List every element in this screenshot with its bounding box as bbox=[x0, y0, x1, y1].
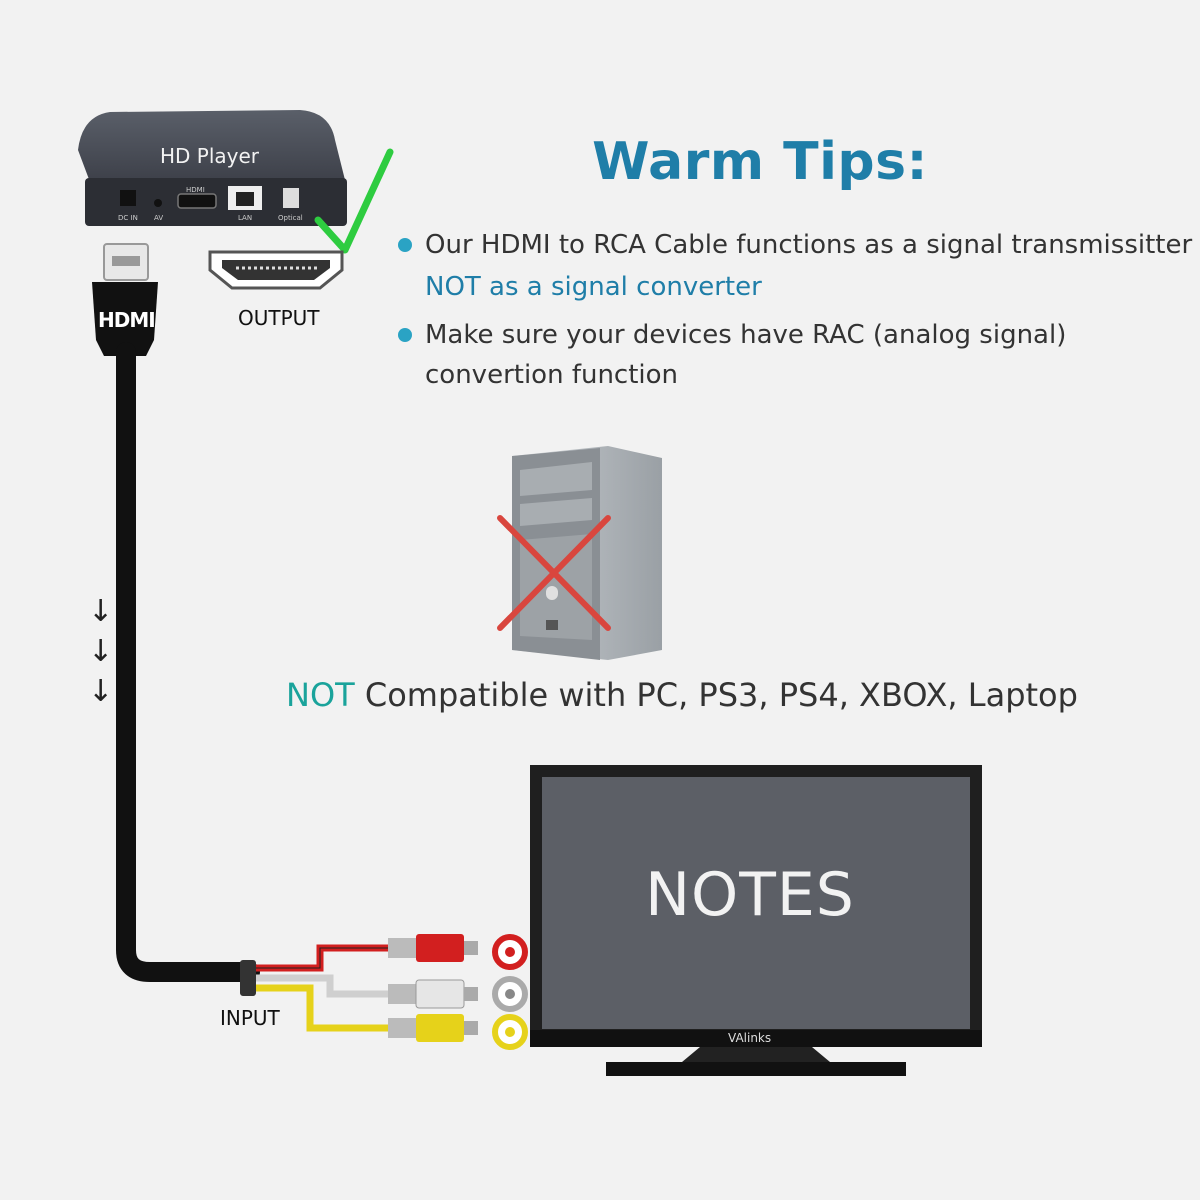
hdmi-plug-label: HDMI bbox=[98, 308, 156, 332]
dc-in-port bbox=[120, 190, 136, 206]
port-label-hdmi: HDMI bbox=[186, 186, 205, 194]
rca-plug-red bbox=[388, 934, 478, 962]
port-label-dc-in: DC IN bbox=[118, 214, 138, 222]
bullet-dot bbox=[398, 238, 412, 252]
av-port bbox=[154, 199, 162, 207]
hdmi-cable bbox=[116, 342, 260, 982]
hd-player-device bbox=[78, 110, 347, 226]
direction-arrows: ↓ ↓ ↓ bbox=[88, 592, 113, 712]
tips-title: Warm Tips: bbox=[592, 132, 928, 192]
port-label-optical: Optical bbox=[278, 214, 303, 222]
input-label: INPUT bbox=[220, 1006, 280, 1030]
rca-jacks bbox=[492, 934, 528, 1050]
compatibility-note: NOT Compatible with PC, PS3, PS4, XBOX, … bbox=[286, 676, 1078, 714]
rca-cables bbox=[256, 944, 400, 1032]
tip-2-line-2: convertion function bbox=[425, 360, 679, 390]
down-arrow-icon: ↓ bbox=[88, 634, 114, 669]
check-icon bbox=[314, 148, 394, 254]
output-label: OUTPUT bbox=[238, 306, 320, 330]
hdmi-port bbox=[177, 193, 217, 209]
hdmi-socket-icon bbox=[208, 250, 344, 290]
tv-screen-text: NOTES bbox=[645, 860, 855, 930]
tip-1-line-1: Our HDMI to RCA Cable functions as a sig… bbox=[425, 230, 1193, 260]
bullet-dot bbox=[398, 328, 412, 342]
tv-brand: VAlinks bbox=[728, 1031, 772, 1045]
down-arrow-icon: ↓ bbox=[88, 674, 114, 709]
tv-icon bbox=[530, 765, 982, 1076]
compatibility-devices: Compatible with PC, PS3, PS4, XBOX, Lapt… bbox=[354, 676, 1078, 714]
rca-plug-yellow bbox=[388, 1014, 478, 1042]
hdmi-plug bbox=[92, 243, 158, 356]
player-name: HD Player bbox=[160, 144, 260, 168]
cable-splitter bbox=[240, 960, 256, 996]
tip-1-line-2: NOT as a signal converter bbox=[425, 272, 762, 302]
tip-2-line-1: Make sure your devices have RAC (analog … bbox=[425, 320, 1067, 350]
rca-plug-white bbox=[388, 979, 478, 1009]
cross-icon bbox=[497, 515, 611, 631]
port-label-lan: LAN bbox=[238, 214, 253, 222]
optical-port bbox=[283, 188, 299, 208]
down-arrow-icon: ↓ bbox=[88, 594, 114, 629]
compatibility-not: NOT bbox=[286, 676, 355, 714]
port-label-av: AV bbox=[154, 214, 164, 222]
